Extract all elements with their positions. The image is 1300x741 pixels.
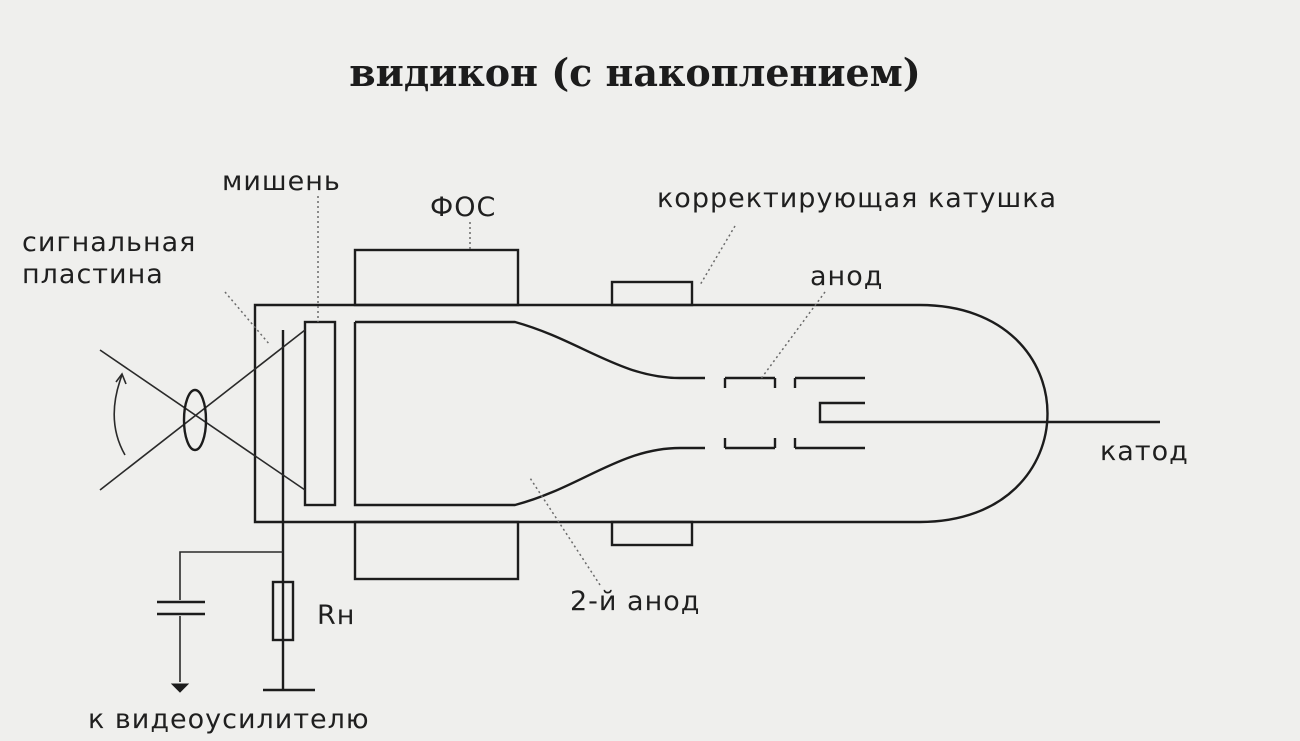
tube-envelope <box>253 303 1049 524</box>
focus-coil-top <box>353 248 520 307</box>
label-to-video-amp: к видеоусилителю <box>88 704 370 735</box>
leader-lines <box>224 196 826 586</box>
label-signal-plate-2: пластина <box>22 259 164 290</box>
target-plate <box>303 320 337 507</box>
label-correction-coil: корректирующая катушка <box>657 183 1057 214</box>
correction-coil-top <box>610 280 694 307</box>
focus-coil-bottom <box>353 520 520 581</box>
second-anode-top <box>355 320 705 380</box>
anode-electrodes <box>723 376 865 450</box>
correction-coil-bottom <box>610 520 694 547</box>
label-fos: ФОС <box>430 192 496 223</box>
label-anode: анод <box>810 261 883 292</box>
second-anode-bottom <box>353 322 705 507</box>
page-title: видикон (с накоплением) <box>349 50 920 95</box>
optical-system <box>99 329 306 491</box>
label-second-anode: 2-й анод <box>570 586 700 617</box>
label-signal-plate-1: сигнальная <box>22 227 196 258</box>
cathode-electrode <box>818 401 1160 424</box>
label-cathode: катод <box>1100 436 1189 467</box>
load-resistor <box>271 580 295 642</box>
output-circuit <box>157 551 315 693</box>
label-load-resistor: Rн <box>317 600 355 631</box>
label-target: мишень <box>222 166 341 197</box>
